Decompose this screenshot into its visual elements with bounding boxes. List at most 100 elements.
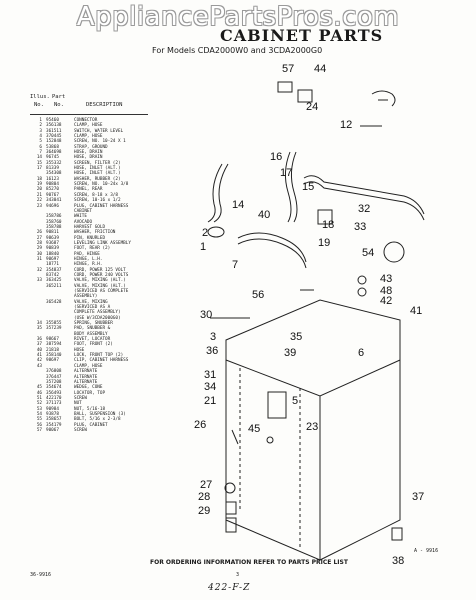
parts-row: 14 96745 HOSE, DRAIN [30, 155, 160, 160]
parts-row-illus: 2 [39, 123, 42, 129]
parts-row-illus: 14 [36, 155, 42, 161]
hose-assembly-shape [303, 175, 425, 215]
parts-row-part-no: 96745 [46, 155, 59, 161]
callout-label: 33 [354, 221, 366, 233]
parts-row-part-no: 356493 [46, 390, 62, 396]
parts-row-part-no: 93687 [46, 240, 59, 246]
parts-row-illus: 54 [36, 411, 42, 417]
screw-part-shape [277, 81, 293, 93]
parts-row-illus: 34 [36, 321, 42, 327]
parts-row-description: SCREEN, FILTER (2) [74, 160, 121, 166]
parts-row-illus: 32 [36, 267, 42, 273]
parts-row-part-no: 358140 [46, 353, 62, 359]
parts-row-illus: 30 [36, 251, 42, 257]
parts-row-part-no: 83742 [46, 272, 59, 278]
callout-label: 2 [202, 227, 208, 239]
parts-row-illus: 19 [36, 182, 42, 188]
parts-row-description: HARVEST GOLD [74, 224, 106, 230]
callout-label: 18 [322, 219, 334, 231]
parts-row-description: PAD, SNUBBER & [74, 326, 111, 332]
parts-row-illus: 42 [36, 358, 42, 364]
parts-row-description: SWITCH, WATER LEVEL [74, 128, 124, 134]
parts-row-description: RIVET, LOCATOR [74, 337, 111, 343]
callout-label: 44 [314, 63, 326, 75]
parts-row-illus: 17 [36, 166, 42, 172]
callout-label: 21 [204, 395, 216, 407]
callout-label: 6 [358, 347, 364, 359]
leveling-link-shape [225, 517, 237, 533]
parts-row-illus: 55 [36, 417, 42, 423]
parts-row-description: HOSE [74, 347, 85, 353]
parts-row-part-no: 357239 [46, 326, 62, 332]
parts-row-description: SCREW, NO. 10-24 X 1 [74, 139, 126, 145]
callout-label: 15 [302, 181, 314, 193]
parts-row-part-no: 358760 [46, 219, 62, 225]
inlet-hose-shape [284, 151, 292, 223]
parts-row-part-no: 422170 [46, 395, 62, 401]
callout-label: 41 [410, 305, 422, 317]
parts-row-illus: 21 [36, 192, 42, 198]
parts-row-description: HOSE, DRAIN [74, 155, 103, 161]
parts-row-description: AVOCADO [74, 219, 93, 225]
parts-row-description: HINGE, L.H. [74, 256, 103, 262]
parts-row-part-no: 354837 [46, 267, 62, 273]
header-description: DESCRIPTION [86, 102, 123, 108]
parts-row-description: HOSE, INLET (ALT.) [74, 166, 121, 172]
header-no-2: No. [54, 102, 64, 108]
callout-label: 43 [380, 273, 392, 285]
parts-row-illus: 41 [36, 353, 42, 359]
valve-shape [317, 209, 333, 225]
parts-row-part-no: 387594 [46, 342, 62, 348]
parts-row-part-no: 98639 [46, 235, 59, 241]
parts-row-illus: 53 [36, 406, 42, 412]
cabinet-side-shape [319, 360, 401, 561]
parts-row-illus: 20 [36, 187, 42, 193]
parts-row-description: VALVE, MIXING (ALT.) [74, 283, 126, 289]
parts-row-part-no: 90811 [46, 230, 59, 236]
parts-row-description: CLAMP, HOSE [74, 134, 103, 140]
pump-hose-shape [237, 232, 307, 263]
parts-row-illus: 26 [36, 230, 42, 236]
parts-row-part-no: 90804 [46, 182, 59, 188]
parts-row-part-no: 356138 [46, 123, 62, 129]
parts-row-part-no: 18771 [46, 262, 59, 268]
parts-row-description: CONNECTOR [74, 118, 98, 123]
parts-row-part-no: 355855 [46, 321, 62, 327]
callout-label: 26 [194, 419, 206, 431]
parts-row-description: HOSE, INLET (ALT.) [74, 171, 121, 177]
front-foot-shape [391, 527, 403, 541]
parts-row-description: (SERVICED AS A [74, 305, 111, 311]
parts-row-illus: 46 [36, 390, 42, 396]
parts-row-part-no: 365428 [46, 299, 62, 305]
parts-row-description: HOSE, DRAIN [74, 150, 103, 156]
parts-row-part-no: 343041 [46, 198, 62, 204]
parts-row-description: ALTERNATE [74, 374, 98, 380]
callout-label: 28 [198, 491, 210, 503]
parts-row-part-no: 355332 [46, 160, 62, 166]
parts-row-illus: 23 [36, 203, 42, 209]
callout-label: 42 [380, 295, 392, 307]
